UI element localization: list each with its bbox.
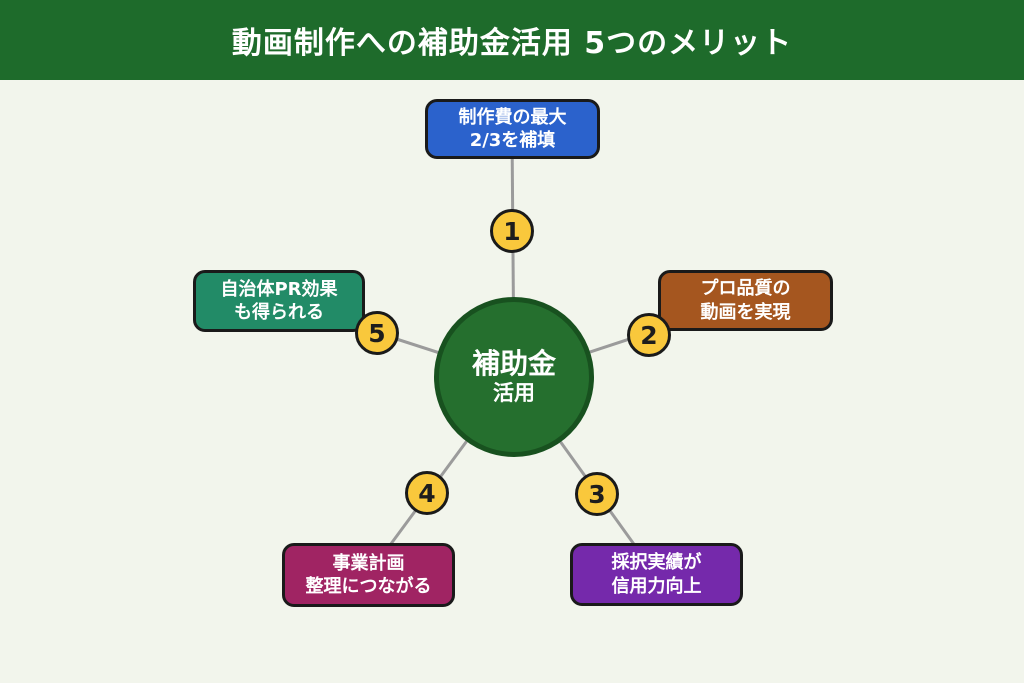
benefit-box-4: 事業計画 整理につながる: [282, 543, 455, 607]
benefit-4-line2: 整理につながる: [305, 576, 432, 597]
benefit-2-line1: プロ品質の: [700, 278, 791, 300]
benefit-box-2: プロ品質の 動画を実現: [658, 270, 833, 331]
benefit-box-1: 制作費の最大 2/3を補填: [425, 99, 600, 159]
benefit-1-line1: 制作費の最大: [458, 106, 567, 128]
number-badge-4: 4: [405, 471, 449, 515]
benefit-4-line1: 事業計画: [332, 552, 405, 574]
page-title: 動画制作への補助金活用 5つのメリット: [231, 26, 793, 61]
benefit-box-3: 採択実績が 信用力向上: [570, 543, 743, 606]
benefit-3-line1: 採択実績が: [611, 552, 702, 574]
center-node-line1: 補助金: [471, 346, 556, 380]
benefit-5-line1: 自治体PR効果: [220, 278, 338, 300]
benefit-2-line2: 動画を実現: [700, 301, 791, 323]
benefit-1-line2: 2/3を補填: [469, 130, 556, 151]
center-node-line2: 活用: [493, 381, 535, 406]
number-badge-5: 5: [355, 311, 399, 355]
benefit-5-line2: も得られる: [234, 302, 324, 323]
benefit-box-5: 自治体PR効果 も得られる: [193, 270, 365, 332]
number-badge-2: 2: [627, 313, 671, 357]
benefit-3-line2: 信用力向上: [611, 575, 702, 597]
number-badge-1: 1: [490, 209, 534, 253]
title-banner: 動画制作への補助金活用 5つのメリット: [0, 0, 1024, 80]
number-badge-3: 3: [575, 472, 619, 516]
center-node: 補助金 活用: [434, 297, 594, 457]
